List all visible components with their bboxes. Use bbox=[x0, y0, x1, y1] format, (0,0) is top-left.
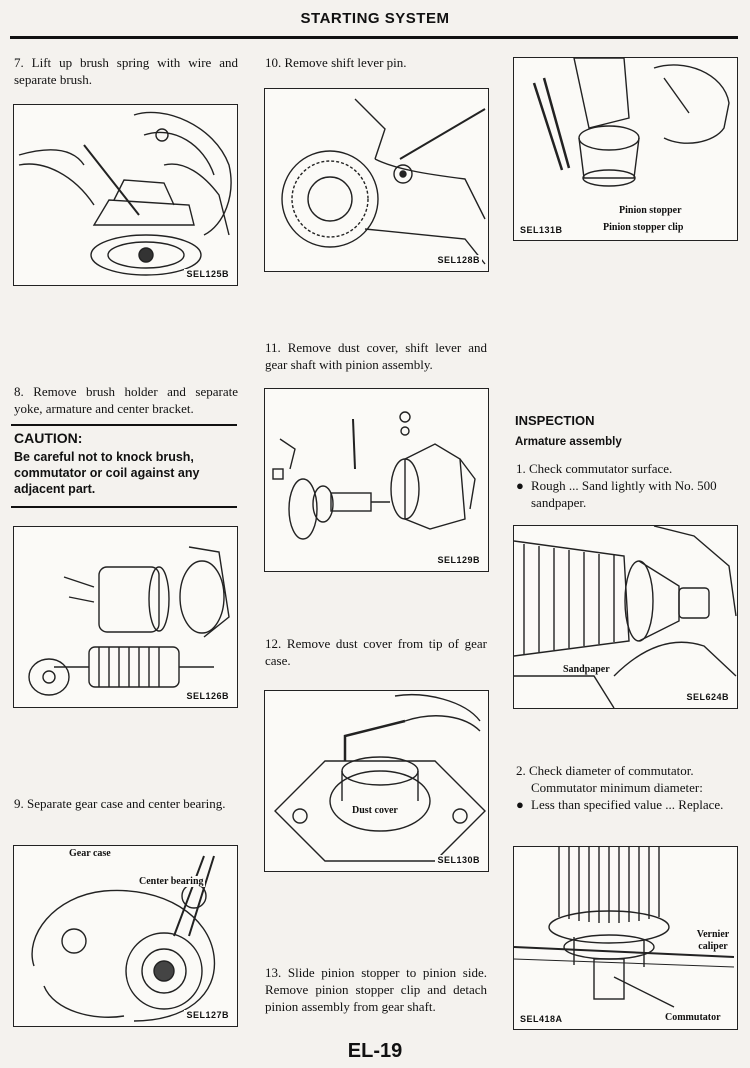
inspection-bullet-1-text: Rough ... Sand lightly with No. 500 sand… bbox=[531, 478, 717, 510]
step-9-text: 9. Separate gear case and center bearing… bbox=[14, 796, 226, 811]
label-dust-cover: Dust cover bbox=[351, 805, 399, 816]
figure-sel131b: Pinion stopper Pinion stopper clip SEL13… bbox=[513, 57, 738, 241]
inspection-item-2-detail: Commutator minimum diameter: bbox=[531, 780, 703, 795]
inspection-bullet-2: ● Less than specified value ... Replace. bbox=[516, 796, 738, 813]
figure-code-sel128b: SEL128B bbox=[435, 255, 482, 265]
label-vernier-caliper: Vernier caliper bbox=[690, 929, 736, 953]
dust-cover-shift-lever-illustration bbox=[272, 411, 476, 540]
figure-sel418a: Vernier caliper Commutator SEL418A bbox=[513, 846, 738, 1030]
figure-code-sel125b: SEL125B bbox=[184, 269, 231, 279]
commutator-sandpaper-illustration bbox=[514, 526, 737, 708]
bullet-dot: ● bbox=[516, 478, 524, 493]
vernier-caliper-illustration bbox=[514, 847, 735, 1008]
shift-lever-pin-illustration bbox=[281, 98, 486, 265]
figure-sel126b: SEL126B bbox=[13, 526, 238, 708]
label-center-bearing: Center bearing bbox=[138, 876, 205, 887]
figure-code-sel126b: SEL126B bbox=[184, 691, 231, 701]
page-number: EL-19 bbox=[347, 1040, 403, 1062]
figure-sel624b: Sandpaper SEL624B bbox=[513, 525, 738, 709]
figure-sel125b: SEL125B bbox=[13, 104, 238, 286]
dust-cover-removal-illustration bbox=[274, 694, 486, 862]
figure-sel127b: Gear case Center bearing SEL127B bbox=[13, 845, 238, 1027]
section-inspection-title: INSPECTION bbox=[515, 413, 595, 428]
step-13-text: 13. Slide pinion stopper to pinion side.… bbox=[265, 965, 487, 1014]
figure-code-sel129b: SEL129B bbox=[435, 555, 482, 565]
label-pinion-stopper-clip: Pinion stopper clip bbox=[602, 222, 685, 233]
step-11-text: 11. Remove dust cover, shift lever and g… bbox=[265, 340, 487, 372]
label-pinion-stopper: Pinion stopper bbox=[618, 205, 683, 216]
figure-sel130b: Dust cover SEL130B bbox=[264, 690, 489, 872]
subsection-armature-title: Armature assembly bbox=[515, 436, 622, 448]
pinion-stopper-illustration bbox=[532, 58, 730, 187]
gear-case-illustration bbox=[31, 855, 216, 1022]
inspection-bullet-2-text: Less than specified value ... Replace. bbox=[531, 797, 724, 812]
figure-sel129b: SEL129B bbox=[264, 388, 489, 572]
inspection-bullet-1: ● Rough ... Sand lightly with No. 500 sa… bbox=[516, 477, 738, 511]
step-8-text: 8. Remove brush holder and separate yoke… bbox=[14, 384, 238, 416]
figure-sel128b: SEL128B bbox=[264, 88, 489, 272]
page-header-title: STARTING SYSTEM bbox=[300, 10, 450, 27]
step-10-text: 10. Remove shift lever pin. bbox=[265, 55, 407, 70]
step-7-text: 7. Lift up brush spring with wire and se… bbox=[14, 55, 238, 87]
caution-bottom-rule bbox=[11, 506, 237, 508]
caution-text: Be careful not to knock brush, commutato… bbox=[14, 450, 200, 496]
brush-spring-illustration bbox=[18, 111, 232, 276]
figure-code-sel127b: SEL127B bbox=[184, 1010, 231, 1020]
inspection-item-1: 1. Check commutator surface. bbox=[516, 461, 673, 476]
label-sandpaper: Sandpaper bbox=[562, 664, 611, 675]
figure-code-sel130b: SEL130B bbox=[435, 855, 482, 865]
inspection-item-2: 2. Check diameter of commutator. bbox=[516, 763, 694, 778]
header-rule bbox=[10, 36, 738, 39]
caution-title: CAUTION: bbox=[14, 430, 83, 446]
bullet-dot: ● bbox=[516, 797, 524, 812]
label-commutator: Commutator bbox=[664, 1012, 722, 1023]
caution-top-rule bbox=[11, 424, 237, 426]
figure-code-sel624b: SEL624B bbox=[684, 692, 731, 702]
label-gear-case: Gear case bbox=[68, 848, 112, 859]
figure-code-sel131b: SEL131B bbox=[518, 225, 565, 235]
armature-yoke-illustration bbox=[28, 546, 230, 696]
step-12-text: 12. Remove dust cover from tip of gear c… bbox=[265, 636, 487, 668]
figure-code-sel418a: SEL418A bbox=[518, 1014, 565, 1024]
